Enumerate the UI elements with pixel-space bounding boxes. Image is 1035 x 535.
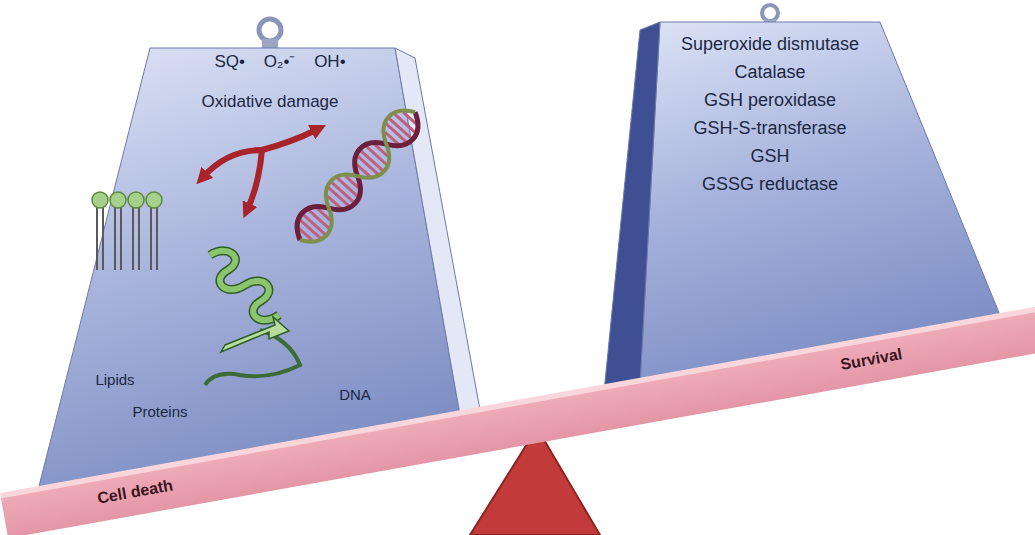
heading-label: Oxidative damage: [201, 92, 338, 112]
outcome-label: Survival: [839, 344, 904, 374]
lipid-head: [110, 192, 126, 208]
lipid-tail: [133, 207, 139, 270]
part-label: Lipids: [95, 371, 134, 389]
lipid-tail: [97, 207, 103, 270]
text-slot: Proteins: [132, 403, 187, 421]
enzyme-label: Catalase: [681, 58, 859, 86]
weight-ring: [259, 19, 281, 41]
part-label: DNA: [339, 386, 371, 404]
lipid-head: [128, 192, 144, 208]
protein-coil: [205, 330, 300, 385]
dna-base-pairs: [293, 107, 421, 244]
damage-arrow: [204, 150, 262, 176]
text-column: Superoxide dismutaseCatalaseGSH peroxida…: [681, 30, 859, 198]
enzyme-label: GSH: [681, 142, 859, 170]
text-slot: DNA: [339, 386, 371, 404]
protein-helix-outline: [210, 251, 279, 320]
text-slot: Cell death: [96, 475, 175, 507]
protein-helix: [210, 251, 279, 320]
part-label: Proteins: [132, 403, 187, 421]
lipid-head: [146, 192, 162, 208]
damage-arrow: [248, 150, 262, 208]
lipid-tail: [115, 207, 121, 270]
enzyme-label: GSSG reductase: [681, 170, 859, 198]
lipid-head: [92, 192, 108, 208]
text-slot: Survival: [839, 344, 904, 374]
text-slot: Lipids: [95, 371, 134, 389]
text-slot: Oxidative damage: [201, 92, 338, 112]
lipid-tail: [151, 207, 157, 270]
protein-strand: [221, 317, 289, 352]
enzyme-label: Superoxide dismutase: [681, 30, 859, 58]
weight-face: [395, 48, 483, 432]
outcome-label: Cell death: [96, 475, 175, 507]
dna-strand: [288, 101, 428, 251]
enzyme-label: GSH peroxidase: [681, 86, 859, 114]
dna-strand: [288, 101, 428, 251]
weight-ring: [762, 5, 778, 21]
enzyme-label: GSH-S-transferase: [681, 114, 859, 142]
text-slot: SQ• O₂•⁻ OH•: [214, 52, 345, 72]
weight-face: [604, 22, 660, 392]
heading-label: SQ• O₂•⁻ OH•: [214, 52, 345, 72]
damage-arrow: [262, 130, 316, 150]
